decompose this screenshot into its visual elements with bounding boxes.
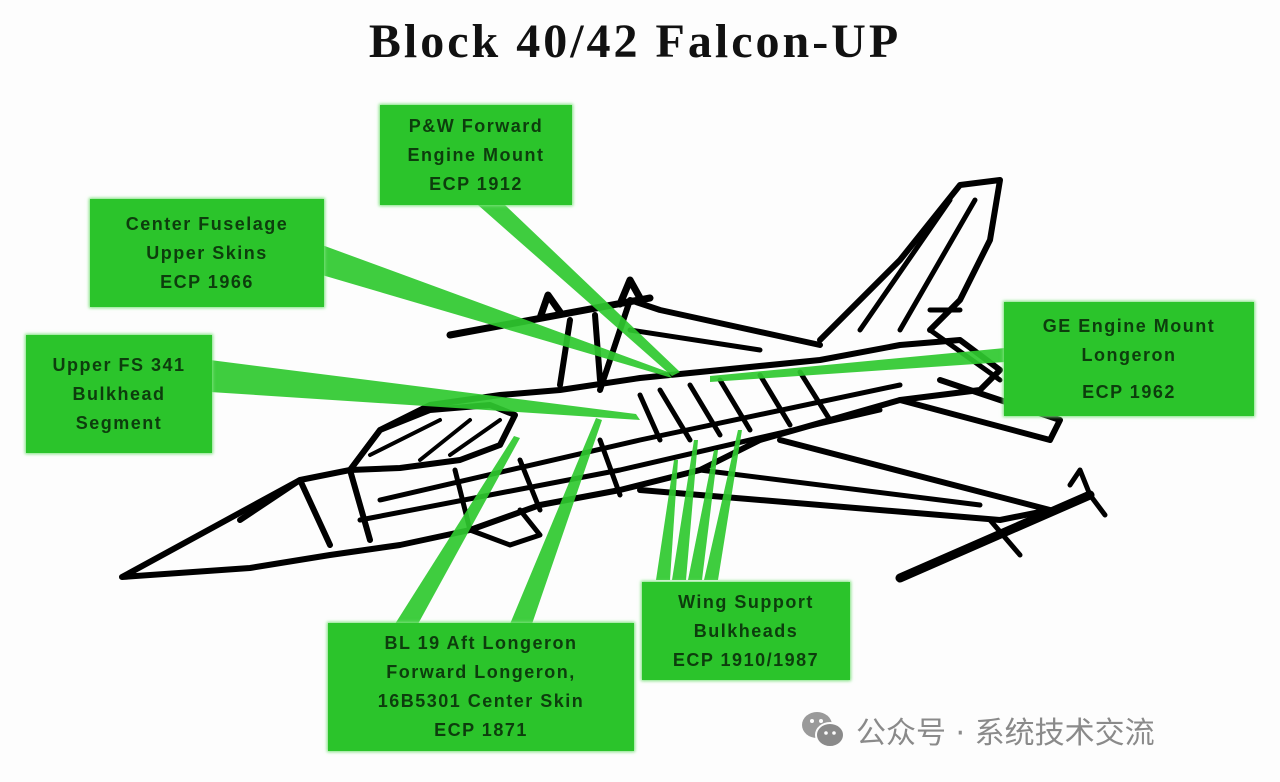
- callout-line: BL 19 Aft Longeron: [384, 633, 578, 653]
- callout-line: Longeron: [1081, 344, 1177, 365]
- callout-line: GE Engine Mount: [1042, 315, 1216, 336]
- wechat-icon: [802, 712, 845, 748]
- callout-pw-forward-engine-mount: P&W Forward Engine Mount ECP 1912: [380, 105, 572, 205]
- canopy-frame: [368, 418, 502, 462]
- leader-upper-fs341: [210, 360, 640, 420]
- callout-center-fuselage-upper-skins: Center Fuselage Upper Skins ECP 1966: [90, 199, 324, 307]
- callout-line: Engine Mount: [407, 144, 545, 165]
- callout-line: 16B5301 Center Skin: [377, 691, 585, 711]
- callout-line: Center Fuselage: [125, 213, 289, 234]
- leader-wing-4: [704, 430, 742, 580]
- callout-line: ECP 1966: [160, 271, 254, 292]
- callout-ge-engine-mount-longeron: GE Engine Mount Longeron ECP 1962: [1004, 302, 1254, 416]
- canopy-outline: [347, 402, 518, 473]
- nose-panels: [237, 467, 373, 548]
- horizontal-stabilizer: [897, 377, 1063, 443]
- leader-bl19-a: [395, 436, 520, 624]
- callout-line: ECP 1910/1987: [672, 649, 820, 670]
- leader-pw-forward: [478, 205, 680, 376]
- wing-far-edge: [627, 327, 763, 353]
- callout-line: ECP 1912: [429, 173, 523, 194]
- callout-upper-fs-341-bulkhead: Upper FS 341 Bulkhead Segment: [26, 335, 212, 453]
- wingtip-missile-near: [895, 490, 1095, 583]
- callout-line: ECP 1962: [1082, 381, 1176, 402]
- callout-line: ECP 1871: [434, 720, 528, 740]
- callout-line: P&W Forward: [408, 115, 544, 136]
- callout-line: Forward Longeron,: [386, 662, 576, 682]
- callout-wing-support-bulkheads: Wing Support Bulkheads ECP 1910/1987: [642, 582, 850, 680]
- callout-line: Bulkhead: [72, 383, 166, 404]
- watermark-text: 公众号 · 系统技术交流: [856, 716, 1155, 751]
- leader-bl19-b: [510, 418, 602, 624]
- leader-center-fuselage: [322, 245, 672, 378]
- watermark: 公众号 · 系统技术交流: [800, 708, 1155, 752]
- callout-bl19-aft-longeron: BL 19 Aft Longeron Forward Longeron, 16B…: [328, 623, 634, 751]
- callout-line: Upper FS 341: [52, 354, 186, 375]
- wing-far: [597, 297, 823, 393]
- aircraft-illustration: [119, 177, 1108, 583]
- callout-line: Upper Skins: [146, 242, 268, 263]
- intake: [467, 507, 543, 548]
- leader-lines: [210, 205, 1005, 624]
- leader-ge-engine: [710, 348, 1005, 382]
- callout-line: Wing Support: [678, 591, 814, 612]
- callout-line: Segment: [75, 412, 163, 433]
- fuselage-panels: [357, 369, 903, 533]
- leader-wing-3: [688, 450, 718, 580]
- missile-fins: [987, 467, 1108, 558]
- vertical-tail: [817, 177, 1003, 343]
- leader-wing-1: [656, 460, 678, 580]
- diagram-title: Block 40/42 Falcon-UP: [368, 15, 902, 68]
- wingtip-missile-far: [446, 276, 654, 339]
- callout-line: Bulkheads: [693, 620, 799, 641]
- wing-near: [637, 437, 1053, 523]
- tail-panels: [857, 197, 978, 333]
- leader-wing-2: [672, 440, 698, 580]
- wing-near-inner: [697, 467, 983, 508]
